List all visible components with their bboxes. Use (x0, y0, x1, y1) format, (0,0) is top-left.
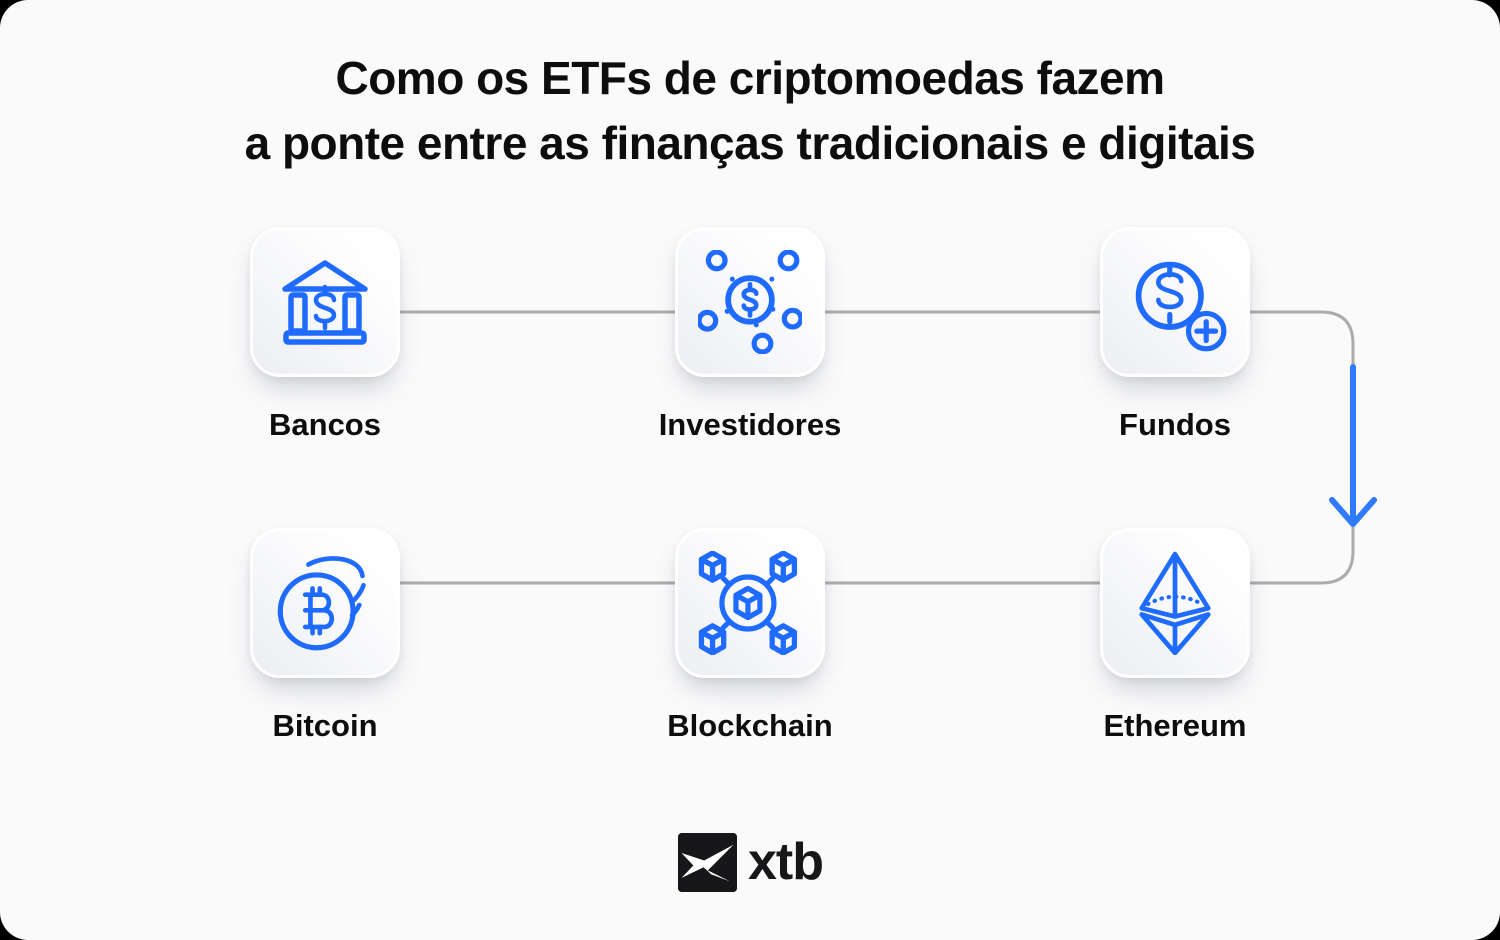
blockchain-card (675, 528, 825, 678)
bitcoin-card (250, 528, 400, 678)
node-label: Ethereum (1103, 708, 1247, 743)
title-line-2: a ponte entre as finanças tradicionais e… (244, 117, 1256, 169)
bank-icon (282, 260, 368, 345)
node-bancos: Bancos (250, 227, 400, 443)
title-line-1: Como os ETFs de criptomoedas fazem (335, 52, 1165, 104)
node-label: Investidores (658, 407, 842, 442)
node-label: Bitcoin (272, 708, 378, 743)
bancos-card (250, 227, 400, 377)
xtb-logo: xtb (678, 833, 824, 892)
xtb-logo-text: xtb (748, 833, 824, 891)
node-investidores: Investidores (659, 227, 841, 443)
node-bitcoin: Bitcoin (250, 528, 400, 744)
connector-fundos-ethereum (1245, 310, 1355, 585)
node-fundos: Fundos (1100, 227, 1250, 443)
node-label: Blockchain (667, 708, 833, 743)
investors-network-icon (698, 250, 802, 354)
investidores-card (675, 227, 825, 377)
fundos-card (1100, 227, 1250, 377)
ethereum-card (1100, 528, 1250, 678)
ethereum-icon (1139, 551, 1211, 655)
fund-dollar-plus-icon (1135, 261, 1227, 352)
node-blockchain: Blockchain (667, 528, 833, 744)
node-label: Fundos (1119, 407, 1231, 442)
node-ethereum: Ethereum (1100, 528, 1250, 744)
bitcoin-coin-icon (277, 556, 366, 651)
node-label: Bancos (269, 407, 381, 442)
page-title: Como os ETFs de criptomoedas fazem a pon… (0, 46, 1500, 176)
blockchain-cubes-icon (698, 551, 802, 655)
xtb-logo-mark-icon (678, 833, 737, 892)
arrow-down-icon (1329, 364, 1377, 527)
